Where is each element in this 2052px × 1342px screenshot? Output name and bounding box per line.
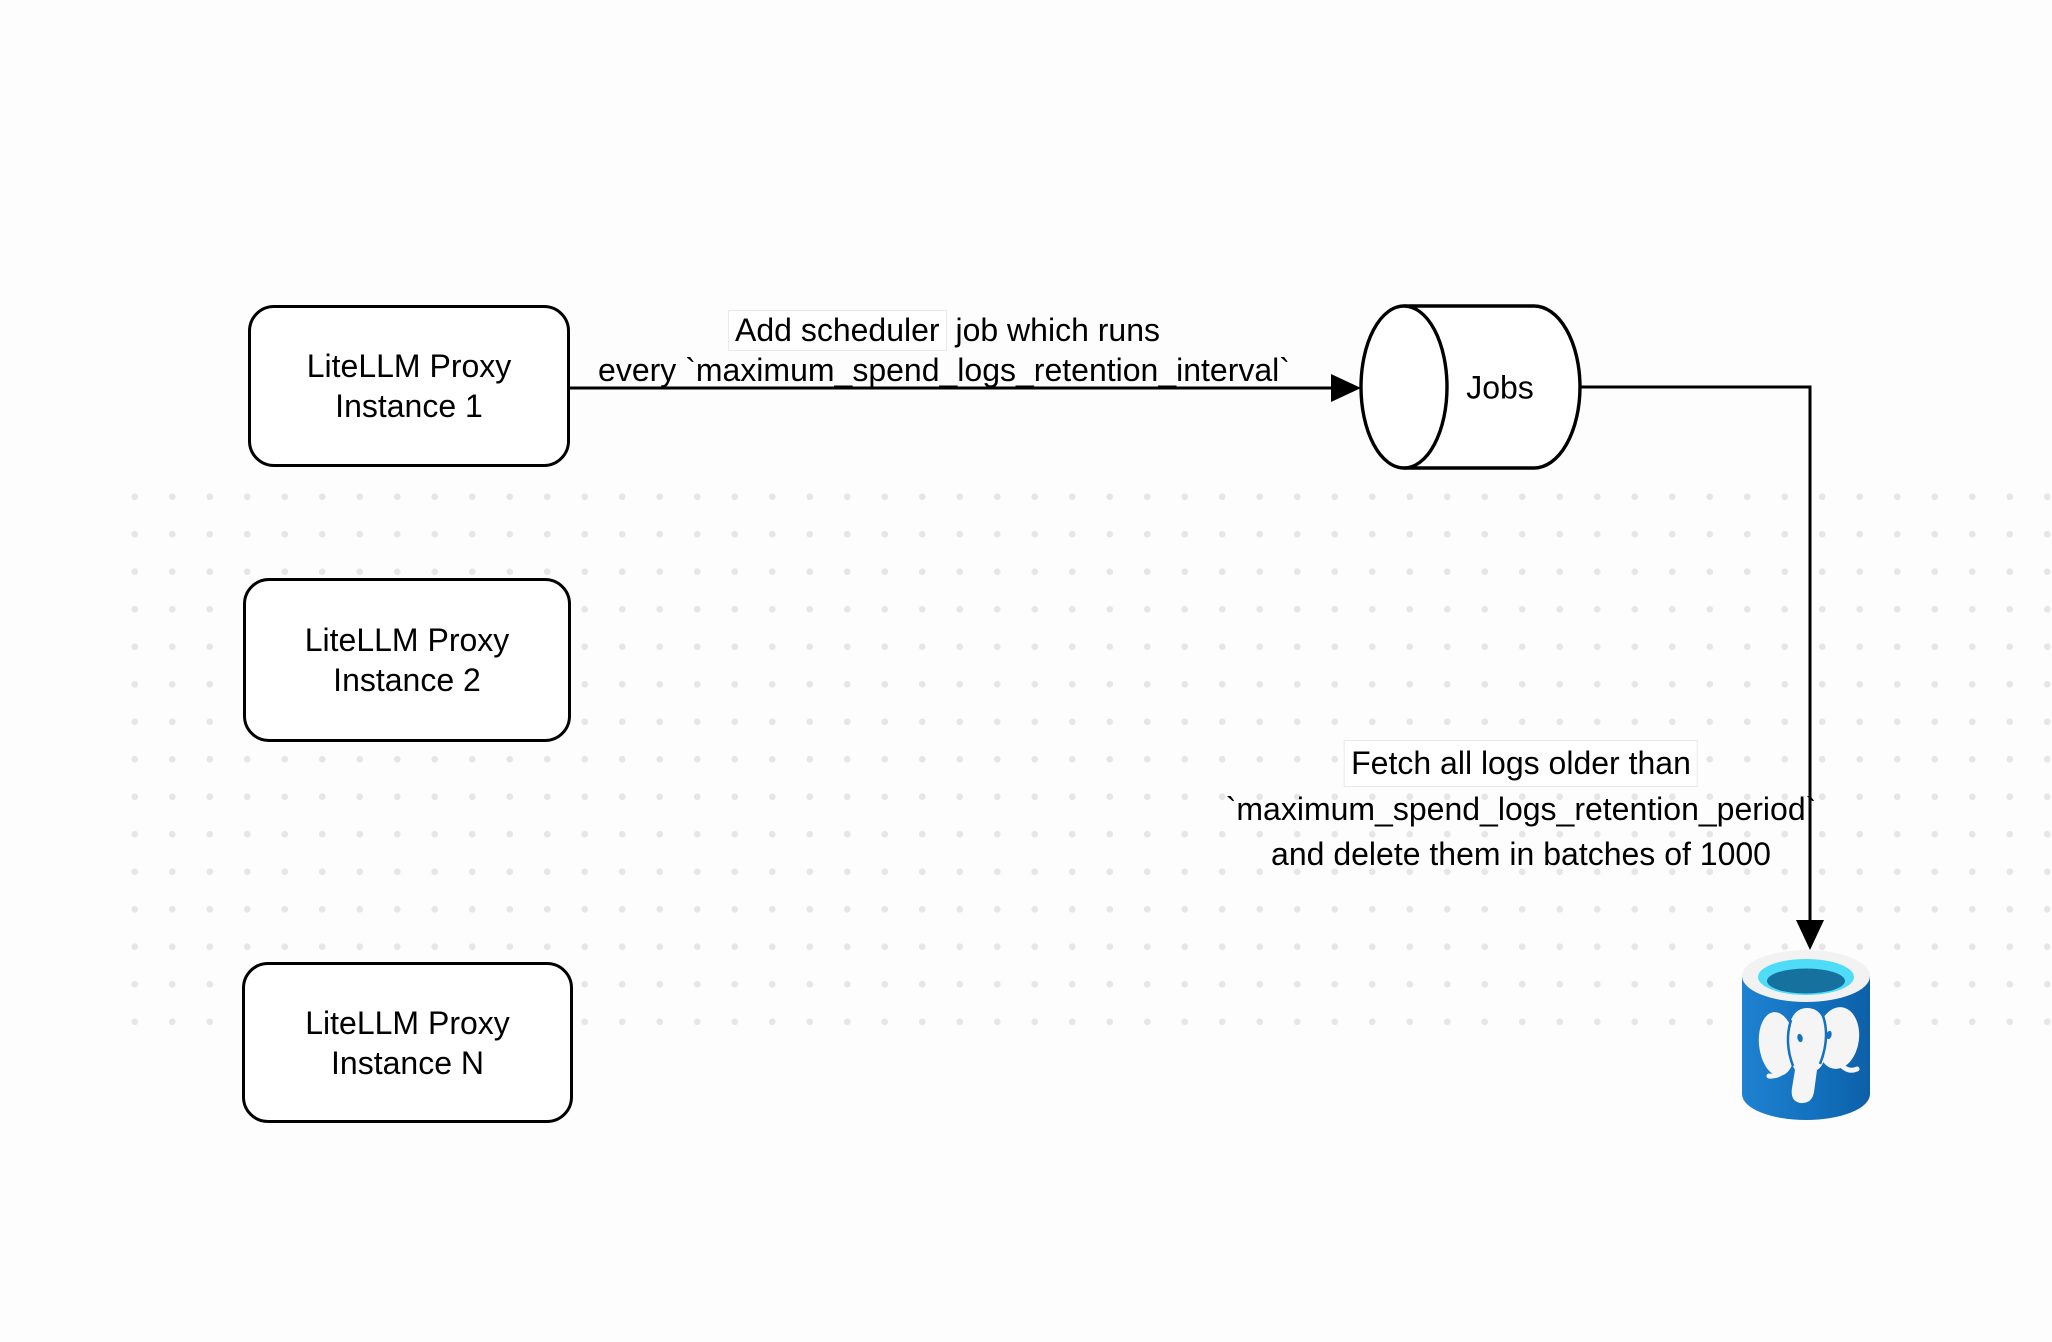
fetch-edge-label-line2: `maximum_spend_logs_retention_period`: [1225, 791, 1817, 827]
node-label-line: Instance 1: [335, 388, 483, 424]
scheduler-edge-label: Add scheduler job which runs every `maxi…: [598, 310, 1290, 390]
node-label-line: LiteLLM Proxy: [304, 622, 510, 658]
scheduler-edge-label-line1-boxed: Add scheduler: [727, 310, 947, 351]
fetch-arrowhead-icon: [1796, 920, 1824, 950]
dot-grid-background: [116, 478, 2052, 1040]
scheduler-edge-label-line2: every `maximum_spend_logs_retention_inte…: [598, 352, 1290, 388]
scheduler-arrowhead-icon: [1331, 374, 1361, 402]
node-label-line: LiteLLM Proxy: [305, 1004, 510, 1041]
postgresql-database-icon: [1742, 950, 1870, 1120]
fetch-arrow-line: [1580, 385, 1812, 924]
postgres-opening-inner: [1767, 968, 1845, 994]
jobs-node-label: Jobs: [1466, 369, 1534, 406]
jobs-queue-cylinder: [1359, 304, 1582, 470]
fetch-edge-label-line3: and delete them in batches of 1000: [1271, 836, 1771, 872]
postgres-elephant-icon: [1758, 1007, 1860, 1104]
node-label-line: LiteLLM Proxy: [306, 348, 512, 384]
node-litellm-proxy-instance-n: LiteLLM Proxy Instance N: [242, 962, 573, 1123]
fetch-arrow: [1580, 385, 1824, 950]
scheduler-edge-label-line1-rest: job which runs: [946, 312, 1161, 348]
node-litellm-proxy-instance-1: LiteLLM Proxy Instance 1: [248, 305, 570, 467]
node-label-line: Instance N: [331, 1044, 484, 1081]
fetch-edge-label-line1-boxed: Fetch all logs older than: [1344, 740, 1698, 787]
fetch-edge-label-line1: Fetch all logs older than: [1226, 740, 1817, 787]
scheduler-arrow: [570, 374, 1361, 402]
node-label-line: Instance 2: [333, 662, 481, 698]
jobs-cylinder-body: [1404, 304, 1582, 470]
fetch-edge-label: Fetch all logs older than `maximum_spend…: [1225, 740, 1817, 877]
node-litellm-proxy-instance-2: LiteLLM Proxy Instance 2: [243, 578, 571, 742]
jobs-cylinder-cap: [1359, 304, 1449, 470]
scheduler-edge-label-line1: Add scheduler job which runs: [598, 310, 1290, 351]
